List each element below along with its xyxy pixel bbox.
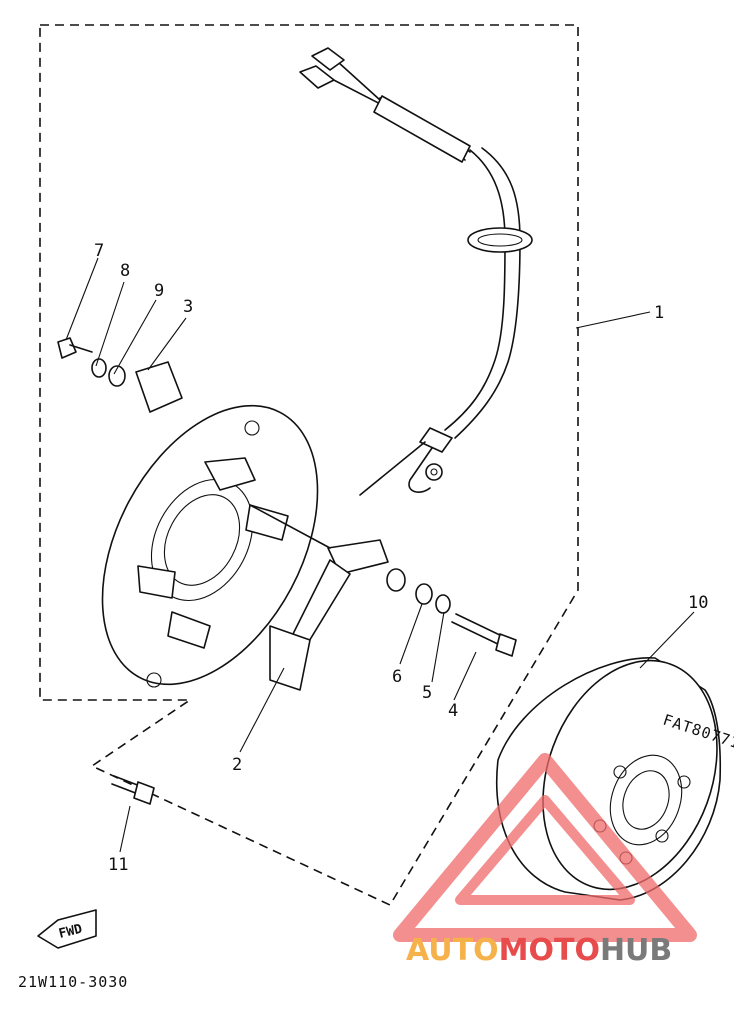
callout-2: 2 — [232, 755, 242, 775]
washer-8 — [91, 358, 107, 378]
screw-11 — [111, 775, 155, 805]
clamp-bracket — [135, 361, 183, 413]
callout-3: 3 — [183, 297, 193, 317]
flywheel-rotor: FAT80771 — [496, 657, 734, 901]
assembly-boundary — [39, 24, 579, 907]
callout-1: 1 — [654, 303, 664, 323]
svg-text:AUTOMOTOHUB: AUTOMOTOHUB — [406, 933, 672, 968]
callout-8: 8 — [120, 261, 130, 281]
callout-5: 5 — [422, 683, 432, 703]
screw-7 — [57, 337, 93, 359]
wire-harness — [299, 47, 533, 496]
screw-4 — [451, 613, 517, 657]
spacer-nut — [386, 568, 406, 592]
washer-6 — [415, 583, 433, 605]
washer-9 — [108, 365, 126, 387]
stator-plate — [101, 404, 319, 688]
washer-5 — [435, 594, 451, 614]
callout-6: 6 — [392, 667, 402, 687]
callout-10: 10 — [688, 593, 708, 613]
callout-11: 11 — [108, 855, 128, 875]
callout-9: 9 — [154, 281, 164, 301]
callout-7: 7 — [94, 241, 104, 261]
svg-text:FWD: FWD — [57, 922, 84, 942]
part-code: 21W110-3030 — [18, 973, 128, 991]
pickup-coil — [249, 504, 389, 691]
callout-4: 4 — [448, 701, 458, 721]
watermark-triangle — [393, 753, 697, 942]
fwd-arrow: FWD — [37, 909, 97, 949]
watermark-text: AUTOMOTOHUB — [406, 933, 672, 968]
leader-lines — [65, 257, 695, 853]
